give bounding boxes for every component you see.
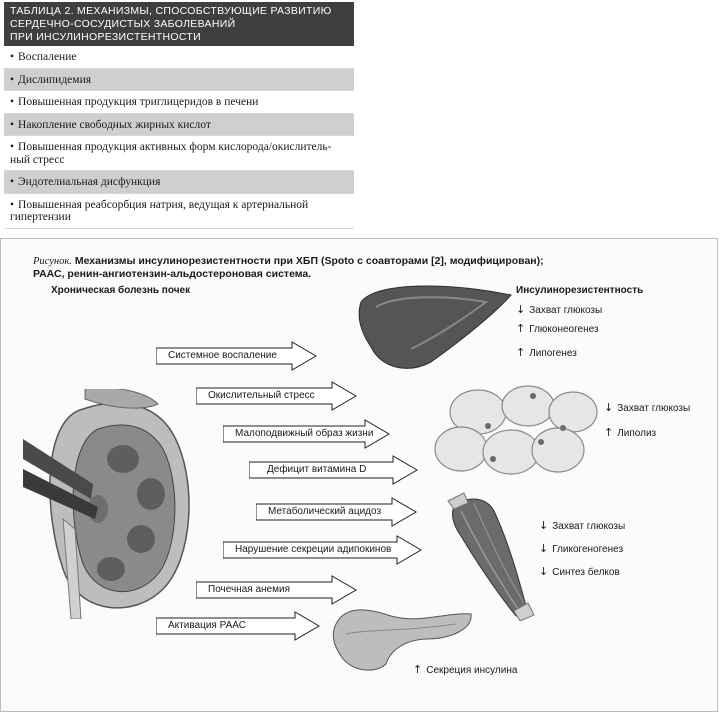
down-arrow-icon: ↓: [516, 303, 526, 316]
bullet: •: [10, 118, 15, 131]
down-arrow-icon: ↓: [604, 401, 614, 414]
effect-label: Липолиз: [617, 428, 657, 439]
table-row: •Накопление свободных жирных кислот: [4, 113, 354, 136]
arrow-sedentary-lifestyle: Малоподвижный образ жизни: [223, 419, 391, 449]
bullet: •: [10, 73, 15, 86]
table-row: •Воспаление: [4, 46, 354, 69]
effect-fat-lipolysis: ↑Липолиз: [604, 426, 656, 439]
arrow-systemic-inflammation: Системное воспаление: [156, 341, 318, 371]
effect-fat-glucose-uptake: ↓Захват глюкозы: [604, 401, 690, 414]
pancreas-illustration: [332, 609, 472, 671]
row-text: Дислипидемия: [18, 73, 92, 86]
liver-illustration: [358, 285, 512, 369]
up-arrow-icon: ↑: [604, 426, 614, 439]
insulin-resistance-heading: Инсулинорезистентность: [516, 285, 644, 296]
table-row: •Повышенная реабсорбция натрия, ведущая …: [4, 194, 354, 229]
fat-cells-illustration: [434, 385, 598, 475]
up-arrow-icon: ↑: [413, 663, 423, 676]
effect-muscle-protein-synthesis: ↓Синтез белков: [539, 565, 620, 578]
bullet: •: [10, 176, 15, 188]
row-text: Воспаление: [18, 51, 77, 63]
arrow-label: Дефицит витамина D: [267, 464, 367, 475]
effect-pancreas-insulin-secretion: ↑Секреция инсулина: [413, 663, 517, 676]
effect-muscle-glucose-uptake: ↓Захват глюкозы: [539, 519, 625, 532]
effect-label: Захват глюкозы: [529, 305, 603, 316]
down-arrow-icon: ↓: [539, 519, 549, 532]
effect-label: Липогенез: [529, 348, 577, 359]
caption-line-1: Механизмы инсулинорезистентности при ХБП…: [74, 255, 544, 267]
kidney-disease-heading: Хроническая болезнь почек: [51, 285, 191, 296]
kidney-illustration: [23, 389, 190, 619]
arrow-vitamin-d-deficiency: Дефицит витамина D: [249, 455, 419, 485]
effect-liver-gluconeogenesis: ↑Глюконеогенез: [516, 322, 599, 335]
arrow-metabolic-acidosis: Метаболический ацидоз: [256, 497, 418, 527]
row-text-cont: ный стресс: [10, 153, 65, 166]
bullet: •: [10, 96, 15, 108]
arrow-label: Метаболический ацидоз: [268, 506, 382, 517]
arrow-label: Нарушение секреции адипокинов: [235, 544, 392, 555]
row-text: Накопление свободных жирных кислот: [18, 118, 211, 131]
table-title-line-1: ТАБЛИЦА 2. МЕХАНИЗМЫ, СПОСОБСТВУЮЩИЕ РАЗ…: [10, 5, 332, 17]
effect-liver-glucose-uptake: ↓Захват глюкозы: [516, 303, 602, 316]
row-text: Повышенная реабсорбция натрия, ведущая к…: [18, 198, 309, 211]
figure-caption: Рисунок. Механизмы инсулинорезистентност…: [33, 255, 593, 281]
bullet: •: [10, 198, 15, 211]
row-text-cont: гипертензии: [10, 211, 71, 223]
effect-label: Захват глюкозы: [552, 521, 626, 532]
table-row: •Повышенная продукция активных форм кисл…: [4, 136, 354, 171]
caption-line-2: РААС, ренин-ангиотензин-альдостероновая …: [33, 268, 312, 280]
arrow-label: Почечная анемия: [208, 584, 290, 595]
up-arrow-icon: ↑: [516, 322, 526, 335]
arrow-oxidative-stress: Окислительный стресс: [196, 381, 358, 411]
table-title-line-2: СЕРДЕЧНО-СОСУДИСТЫХ ЗАБОЛЕВАНИЙ: [10, 18, 236, 30]
arrow-label: Малоподвижный образ жизни: [235, 428, 374, 439]
arrow-label: Системное воспаление: [168, 350, 277, 361]
effect-label: Глюконеогенез: [529, 324, 599, 335]
arrow-renal-anemia: Почечная анемия: [196, 575, 358, 605]
caption-label: Рисунок.: [33, 256, 72, 267]
down-arrow-icon: ↓: [539, 565, 549, 578]
mechanisms-table: ТАБЛИЦА 2. МЕХАНИЗМЫ, СПОСОБСТВУЮЩИЕ РАЗ…: [4, 2, 354, 229]
arrow-label: Активация РААС: [168, 620, 246, 631]
row-text: Повышенная продукция активных форм кисло…: [18, 141, 332, 153]
arrow-label: Окислительный стресс: [208, 390, 315, 401]
table-row: •Дислипидемия: [4, 68, 354, 91]
effect-label: Гликогеногенез: [552, 544, 624, 555]
figure-panel: Рисунок. Механизмы инсулинорезистентност…: [0, 238, 718, 712]
row-text: Повышенная продукция триглицеридов в печ…: [18, 96, 259, 108]
muscle-illustration: [447, 492, 535, 621]
row-text: Эндотелиальная дисфункция: [18, 176, 161, 188]
effect-label: Синтез белков: [552, 567, 620, 578]
table-title: ТАБЛИЦА 2. МЕХАНИЗМЫ, СПОСОБСТВУЮЩИЕ РАЗ…: [4, 2, 354, 46]
table-row: •Повышенная продукция триглицеридов в пе…: [4, 91, 354, 114]
bullet: •: [10, 51, 15, 63]
down-arrow-icon: ↓: [539, 542, 549, 555]
table-title-line-3: ПРИ ИНСУЛИНОРЕЗИСТЕНТНОСТИ: [10, 31, 201, 43]
effect-label: Секреция инсулина: [426, 665, 518, 676]
table-row: •Эндотелиальная дисфункция: [4, 171, 354, 194]
up-arrow-icon: ↑: [516, 346, 526, 359]
effect-muscle-glycogenesis: ↓Гликогеногенез: [539, 542, 623, 555]
bullet: •: [10, 141, 15, 153]
effect-label: Захват глюкозы: [617, 403, 691, 414]
arrow-raas-activation: Активация РААС: [156, 611, 321, 641]
arrow-adipokine-secretion: Нарушение секреции адипокинов: [223, 535, 423, 565]
effect-liver-lipogenesis: ↑Липогенез: [516, 346, 577, 359]
